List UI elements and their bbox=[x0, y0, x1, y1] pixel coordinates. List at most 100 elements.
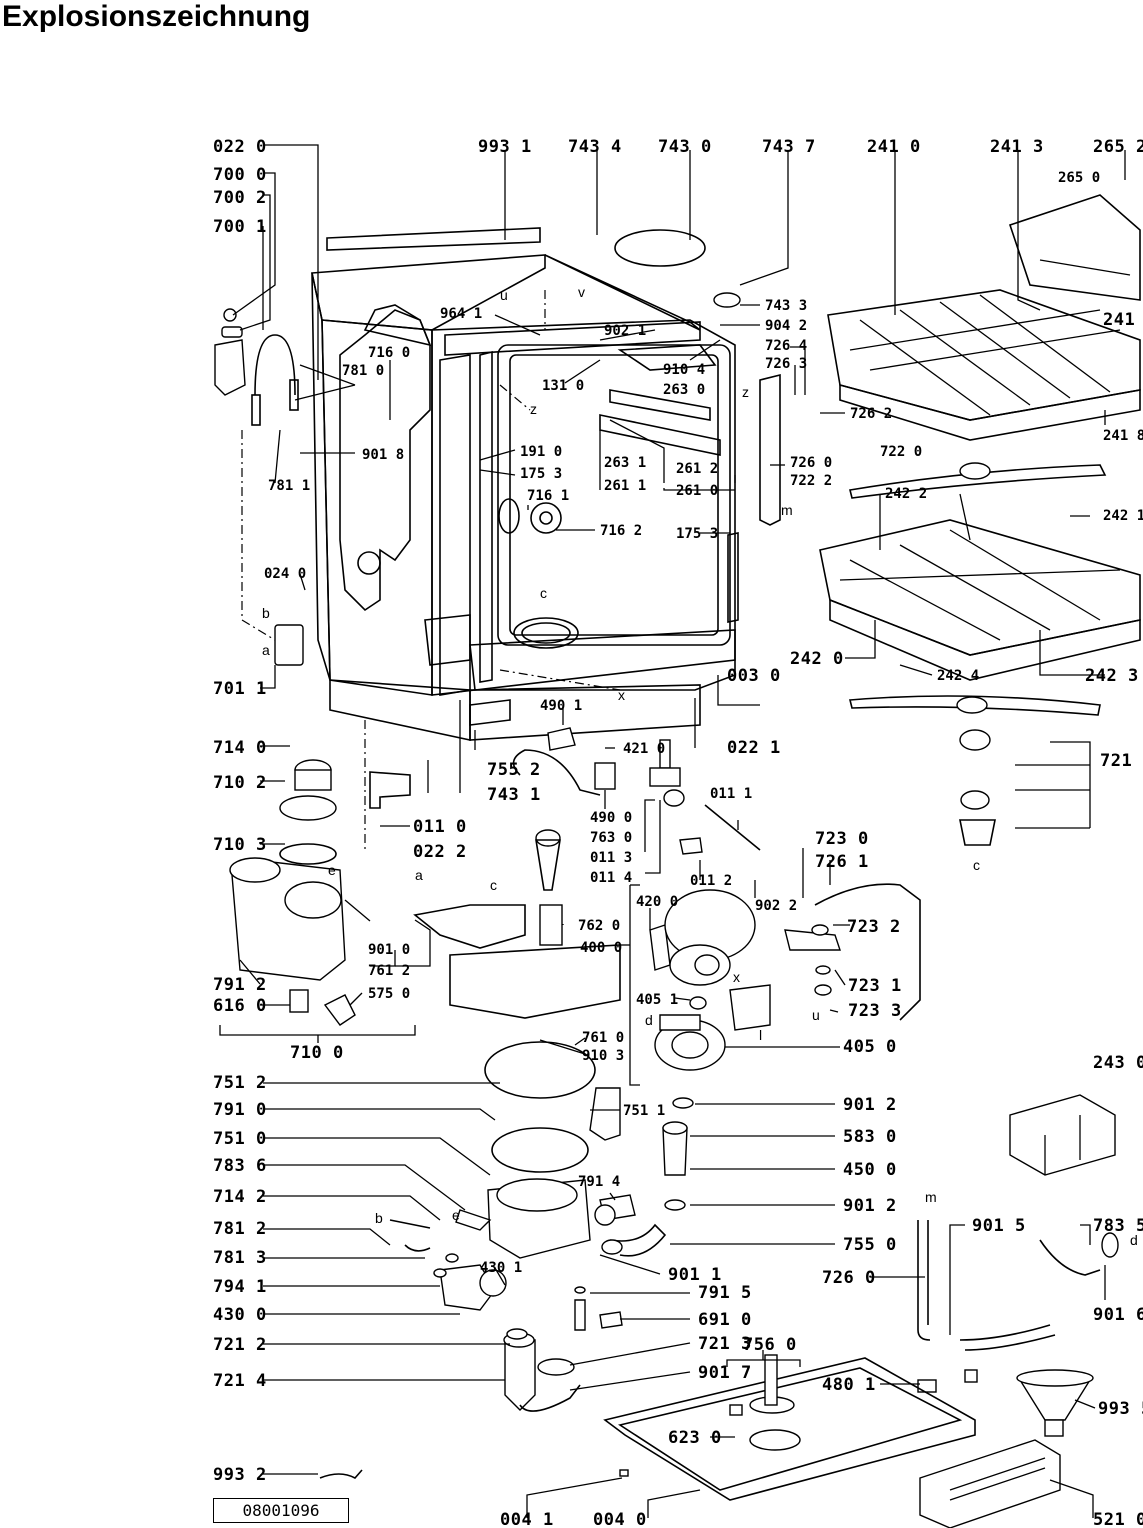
label-263-0: 263 0 bbox=[663, 382, 705, 398]
tub-assembly bbox=[311, 227, 781, 741]
label-263-1: 263 1 bbox=[604, 455, 646, 471]
letter-u: u bbox=[812, 1007, 820, 1023]
letter-z: z bbox=[530, 401, 537, 417]
label-904-2: 904 2 bbox=[765, 318, 807, 334]
letter-d: d bbox=[645, 1012, 653, 1028]
left-components bbox=[214, 308, 416, 1043]
label-700-2: 700 2 bbox=[213, 188, 267, 208]
label-714-2: 714 2 bbox=[213, 1187, 267, 1207]
label-623-0: 623 0 bbox=[668, 1428, 722, 1448]
letter-a: a bbox=[262, 642, 270, 658]
label-722-2-a: 722 2 bbox=[790, 473, 832, 489]
center-components bbox=[389, 699, 667, 1412]
label-726-1: 726 1 bbox=[815, 852, 869, 872]
label-261-0: 261 0 bbox=[676, 483, 718, 499]
label-743-0: 743 0 bbox=[658, 137, 712, 157]
label-242-1: 242 1 bbox=[1103, 508, 1143, 524]
label-575-0: 575 0 bbox=[368, 986, 410, 1002]
label-480-1: 480 1 bbox=[822, 1375, 876, 1395]
label-993-1: 993 1 bbox=[478, 137, 532, 157]
label-242-0: 242 0 bbox=[790, 649, 844, 669]
label-781-2: 781 2 bbox=[213, 1219, 267, 1239]
label-791-0: 791 0 bbox=[213, 1100, 267, 1120]
label-901-2-a: 901 2 bbox=[843, 1095, 897, 1115]
label-726-0-b: 726 0 bbox=[822, 1268, 876, 1288]
label-710-2: 710 2 bbox=[213, 773, 267, 793]
label-781-1: 781 1 bbox=[268, 478, 310, 494]
label-721-4: 721 4 bbox=[213, 1371, 267, 1391]
letter-c-3: c bbox=[973, 857, 980, 873]
letter-c-2: c bbox=[490, 877, 497, 893]
label-003-0: 003 0 bbox=[727, 666, 781, 686]
label-490-0: 490 0 bbox=[590, 810, 632, 826]
label-405-0: 405 0 bbox=[843, 1037, 897, 1057]
label-241-8: 241 8 bbox=[1103, 428, 1143, 444]
label-191-0: 191 0 bbox=[520, 444, 562, 460]
pump-components bbox=[629, 739, 771, 1211]
label-726-4: 726 4 bbox=[765, 338, 807, 354]
letter-b-2: b bbox=[375, 1210, 383, 1226]
label-901-8: 901 8 bbox=[362, 447, 404, 463]
label-902-2: 902 2 bbox=[755, 898, 797, 914]
label-723-1: 723 1 bbox=[848, 976, 902, 996]
label-743-7: 743 7 bbox=[762, 137, 816, 157]
label-726-3: 726 3 bbox=[765, 356, 807, 372]
label-022-2: 022 2 bbox=[413, 842, 467, 862]
label-131-0: 131 0 bbox=[542, 378, 584, 394]
label-964-1: 964 1 bbox=[440, 306, 482, 322]
label-265-2: 265 2 bbox=[1093, 137, 1143, 157]
label-400-0: 400 0 bbox=[580, 940, 622, 956]
label-723-0: 723 0 bbox=[815, 829, 869, 849]
label-794-1: 794 1 bbox=[213, 1277, 267, 1297]
label-761-2: 761 2 bbox=[368, 963, 410, 979]
label-723-2: 723 2 bbox=[847, 917, 901, 937]
connection-letters: a b c d e m u v x z l a c c d b e m u x … bbox=[262, 284, 1138, 1248]
label-791-5: 791 5 bbox=[698, 1283, 752, 1303]
label-726-0-a: 726 0 bbox=[790, 455, 832, 471]
letter-v: v bbox=[578, 284, 585, 300]
label-242-4: 242 4 bbox=[937, 668, 979, 684]
label-521-0: 521 0 bbox=[1093, 1510, 1143, 1528]
base-plate bbox=[319, 1350, 976, 1501]
letter-d-2: d bbox=[1130, 1232, 1138, 1248]
label-700-1: 700 1 bbox=[213, 217, 267, 237]
label-011-1: 011 1 bbox=[710, 786, 752, 802]
letter-z-2: z bbox=[742, 384, 749, 400]
letter-e-2: e bbox=[452, 1207, 460, 1223]
label-993-2: 993 2 bbox=[213, 1465, 267, 1485]
label-022-0: 022 0 bbox=[213, 137, 267, 157]
letter-m: m bbox=[781, 502, 793, 518]
label-691-0: 691 0 bbox=[698, 1310, 752, 1330]
label-175-3-b: 175 3 bbox=[676, 526, 718, 542]
letter-c: c bbox=[540, 585, 547, 601]
label-910-4: 910 4 bbox=[663, 362, 705, 378]
label-781-0: 781 0 bbox=[342, 363, 384, 379]
label-175-3-a: 175 3 bbox=[520, 466, 562, 482]
label-791-2: 791 2 bbox=[213, 975, 267, 995]
label-420-0: 420 0 bbox=[636, 894, 678, 910]
label-743-3: 743 3 bbox=[765, 298, 807, 314]
label-242-3: 242 3 bbox=[1085, 666, 1139, 686]
label-721-2: 721 2 bbox=[213, 1335, 267, 1355]
label-011-3: 011 3 bbox=[590, 850, 632, 866]
right-components bbox=[784, 741, 1119, 1528]
part-labels: 022 0 700 0 700 2 700 1 993 1 743 4 743 … bbox=[213, 137, 1143, 1528]
label-265-0: 265 0 bbox=[1058, 170, 1100, 186]
label-723-3: 723 3 bbox=[848, 1001, 902, 1021]
label-241-3: 241 3 bbox=[990, 137, 1044, 157]
label-004-0: 004 0 bbox=[593, 1510, 647, 1528]
letter-x-2: x bbox=[733, 969, 740, 985]
label-910-3: 910 3 bbox=[582, 1048, 624, 1064]
label-011-0: 011 0 bbox=[413, 817, 467, 837]
label-430-0: 430 0 bbox=[213, 1305, 267, 1325]
label-405-1: 405 1 bbox=[636, 992, 678, 1008]
label-783-6: 783 6 bbox=[213, 1156, 267, 1176]
label-701-1: 701 1 bbox=[213, 679, 267, 699]
label-243-0: 243 0 bbox=[1093, 1053, 1143, 1073]
label-726-2: 726 2 bbox=[850, 406, 892, 422]
label-751-0: 751 0 bbox=[213, 1129, 267, 1149]
label-716-1: 716 1 bbox=[527, 488, 569, 504]
label-700-0: 700 0 bbox=[213, 165, 267, 185]
label-011-2: 011 2 bbox=[690, 873, 732, 889]
